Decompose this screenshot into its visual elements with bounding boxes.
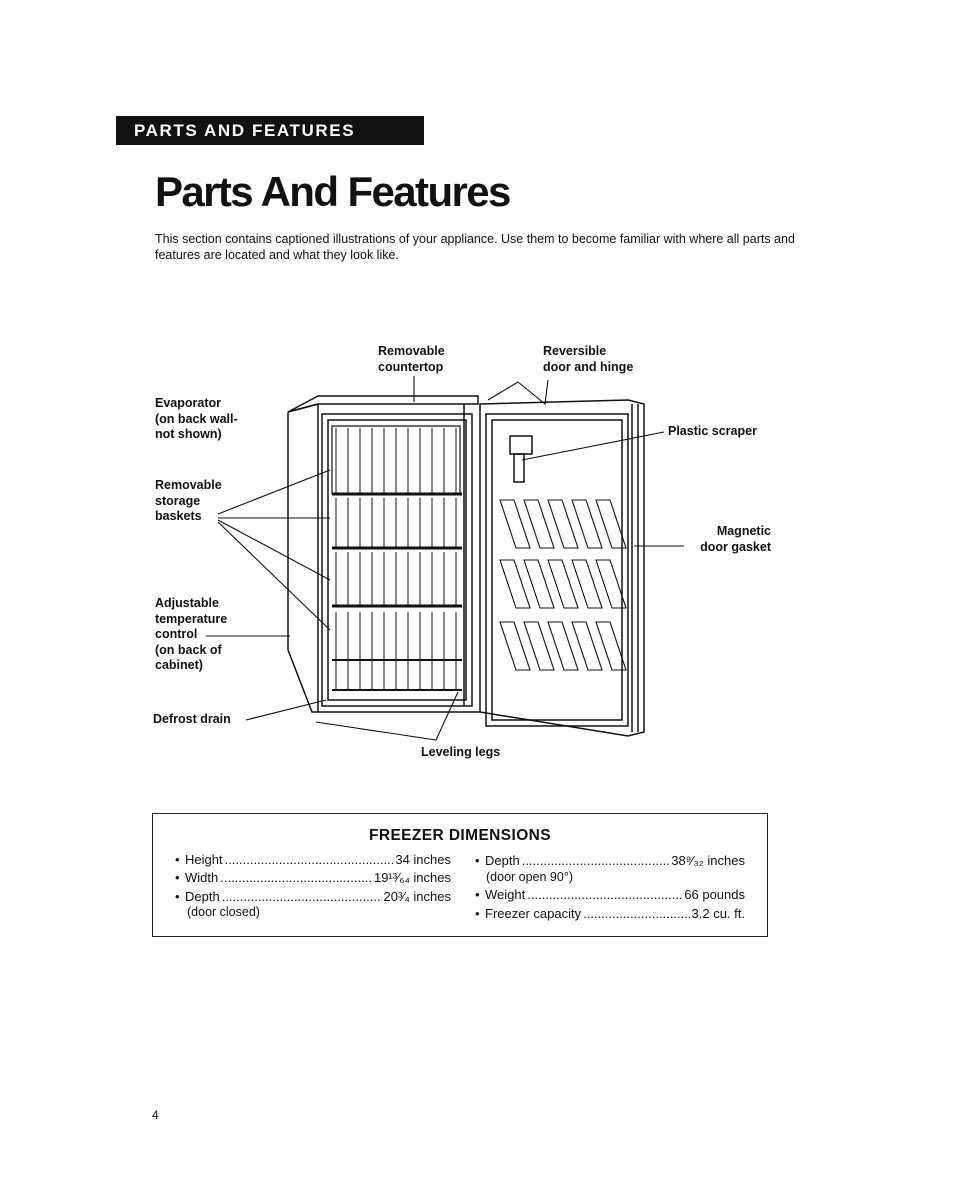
freezer-dimensions-box: FREEZER DIMENSIONS • Height 34 inches • … xyxy=(152,813,768,937)
intro-paragraph: This section contains captioned illustra… xyxy=(155,232,795,262)
basket-wires xyxy=(335,428,457,690)
freezer-diagram: Removable countertop Reversible door and… xyxy=(0,330,954,770)
spec-width: • Width 19¹³⁄₆₄ inches xyxy=(175,870,451,886)
bullet-icon: • xyxy=(475,906,480,921)
cabinet xyxy=(287,395,480,713)
freezer-illustration xyxy=(206,376,684,741)
plastic-scraper xyxy=(509,435,533,483)
spec-value: 19¹³⁄₆₄ inches xyxy=(373,870,451,885)
dimensions-title: FREEZER DIMENSIONS xyxy=(368,827,552,844)
bullet-icon: • xyxy=(175,870,180,885)
bullet-icon: • xyxy=(175,889,180,904)
spec-label: Freezer capacity xyxy=(485,906,582,921)
section-banner: PARTS AND FEATURES xyxy=(116,116,424,145)
spec-value: 20³⁄₄ inches xyxy=(383,889,451,904)
spec-label: Depth xyxy=(485,853,520,868)
storage-baskets xyxy=(331,425,462,691)
door xyxy=(479,399,645,737)
spec-label: Depth xyxy=(185,889,220,904)
dot-leader xyxy=(225,852,394,868)
door-liner-hatching xyxy=(499,499,627,671)
bullet-icon: • xyxy=(475,887,480,902)
label-plastic-scraper: Plastic scraper xyxy=(668,424,757,438)
spec-note-door-open: (door open 90°) xyxy=(486,870,573,884)
page-title: Parts And Features xyxy=(155,168,511,215)
spec-depth-open: • Depth 38⁹⁄₃₂ inches xyxy=(475,853,745,869)
spec-value: 3.2 cu. ft. xyxy=(691,906,745,921)
label-removable-countertop: Removable countertop xyxy=(378,344,445,374)
label-temperature-control: Adjustable temperature control (on back … xyxy=(155,596,228,672)
label-storage-baskets: Removable storage baskets xyxy=(155,478,222,523)
spec-label: Width xyxy=(185,870,219,885)
label-leveling-legs: Leveling legs xyxy=(421,745,501,759)
spec-label: Weight xyxy=(485,887,526,902)
label-defrost-drain: Defrost drain xyxy=(153,712,231,726)
leader-lines xyxy=(206,376,684,741)
bullet-icon: • xyxy=(475,853,480,868)
dot-leader xyxy=(522,853,670,869)
page-number: 4 xyxy=(152,1108,159,1122)
spec-value: 66 pounds xyxy=(684,887,745,902)
spec-capacity: • Freezer capacity 3.2 cu. ft. xyxy=(475,906,745,922)
spec-depth-closed: • Depth 20³⁄₄ inches xyxy=(175,889,451,905)
spec-value: 34 inches xyxy=(395,852,451,867)
spec-note-door-closed: (door closed) xyxy=(187,905,260,919)
label-reversible-door: Reversible door and hinge xyxy=(543,344,634,374)
dot-leader xyxy=(220,870,372,886)
spec-weight: • Weight 66 pounds xyxy=(475,887,745,903)
spec-label: Height xyxy=(185,852,223,867)
bullet-icon: • xyxy=(175,852,180,867)
label-magnetic-gasket: Magnetic door gasket xyxy=(700,524,771,554)
dot-leader xyxy=(222,889,382,905)
dot-leader xyxy=(583,906,689,922)
spec-height: • Height 34 inches xyxy=(175,852,451,868)
label-evaporator: Evaporator (on back wall- not shown) xyxy=(155,396,238,441)
dot-leader xyxy=(527,887,682,903)
spec-value: 38⁹⁄₃₂ inches xyxy=(671,853,745,868)
